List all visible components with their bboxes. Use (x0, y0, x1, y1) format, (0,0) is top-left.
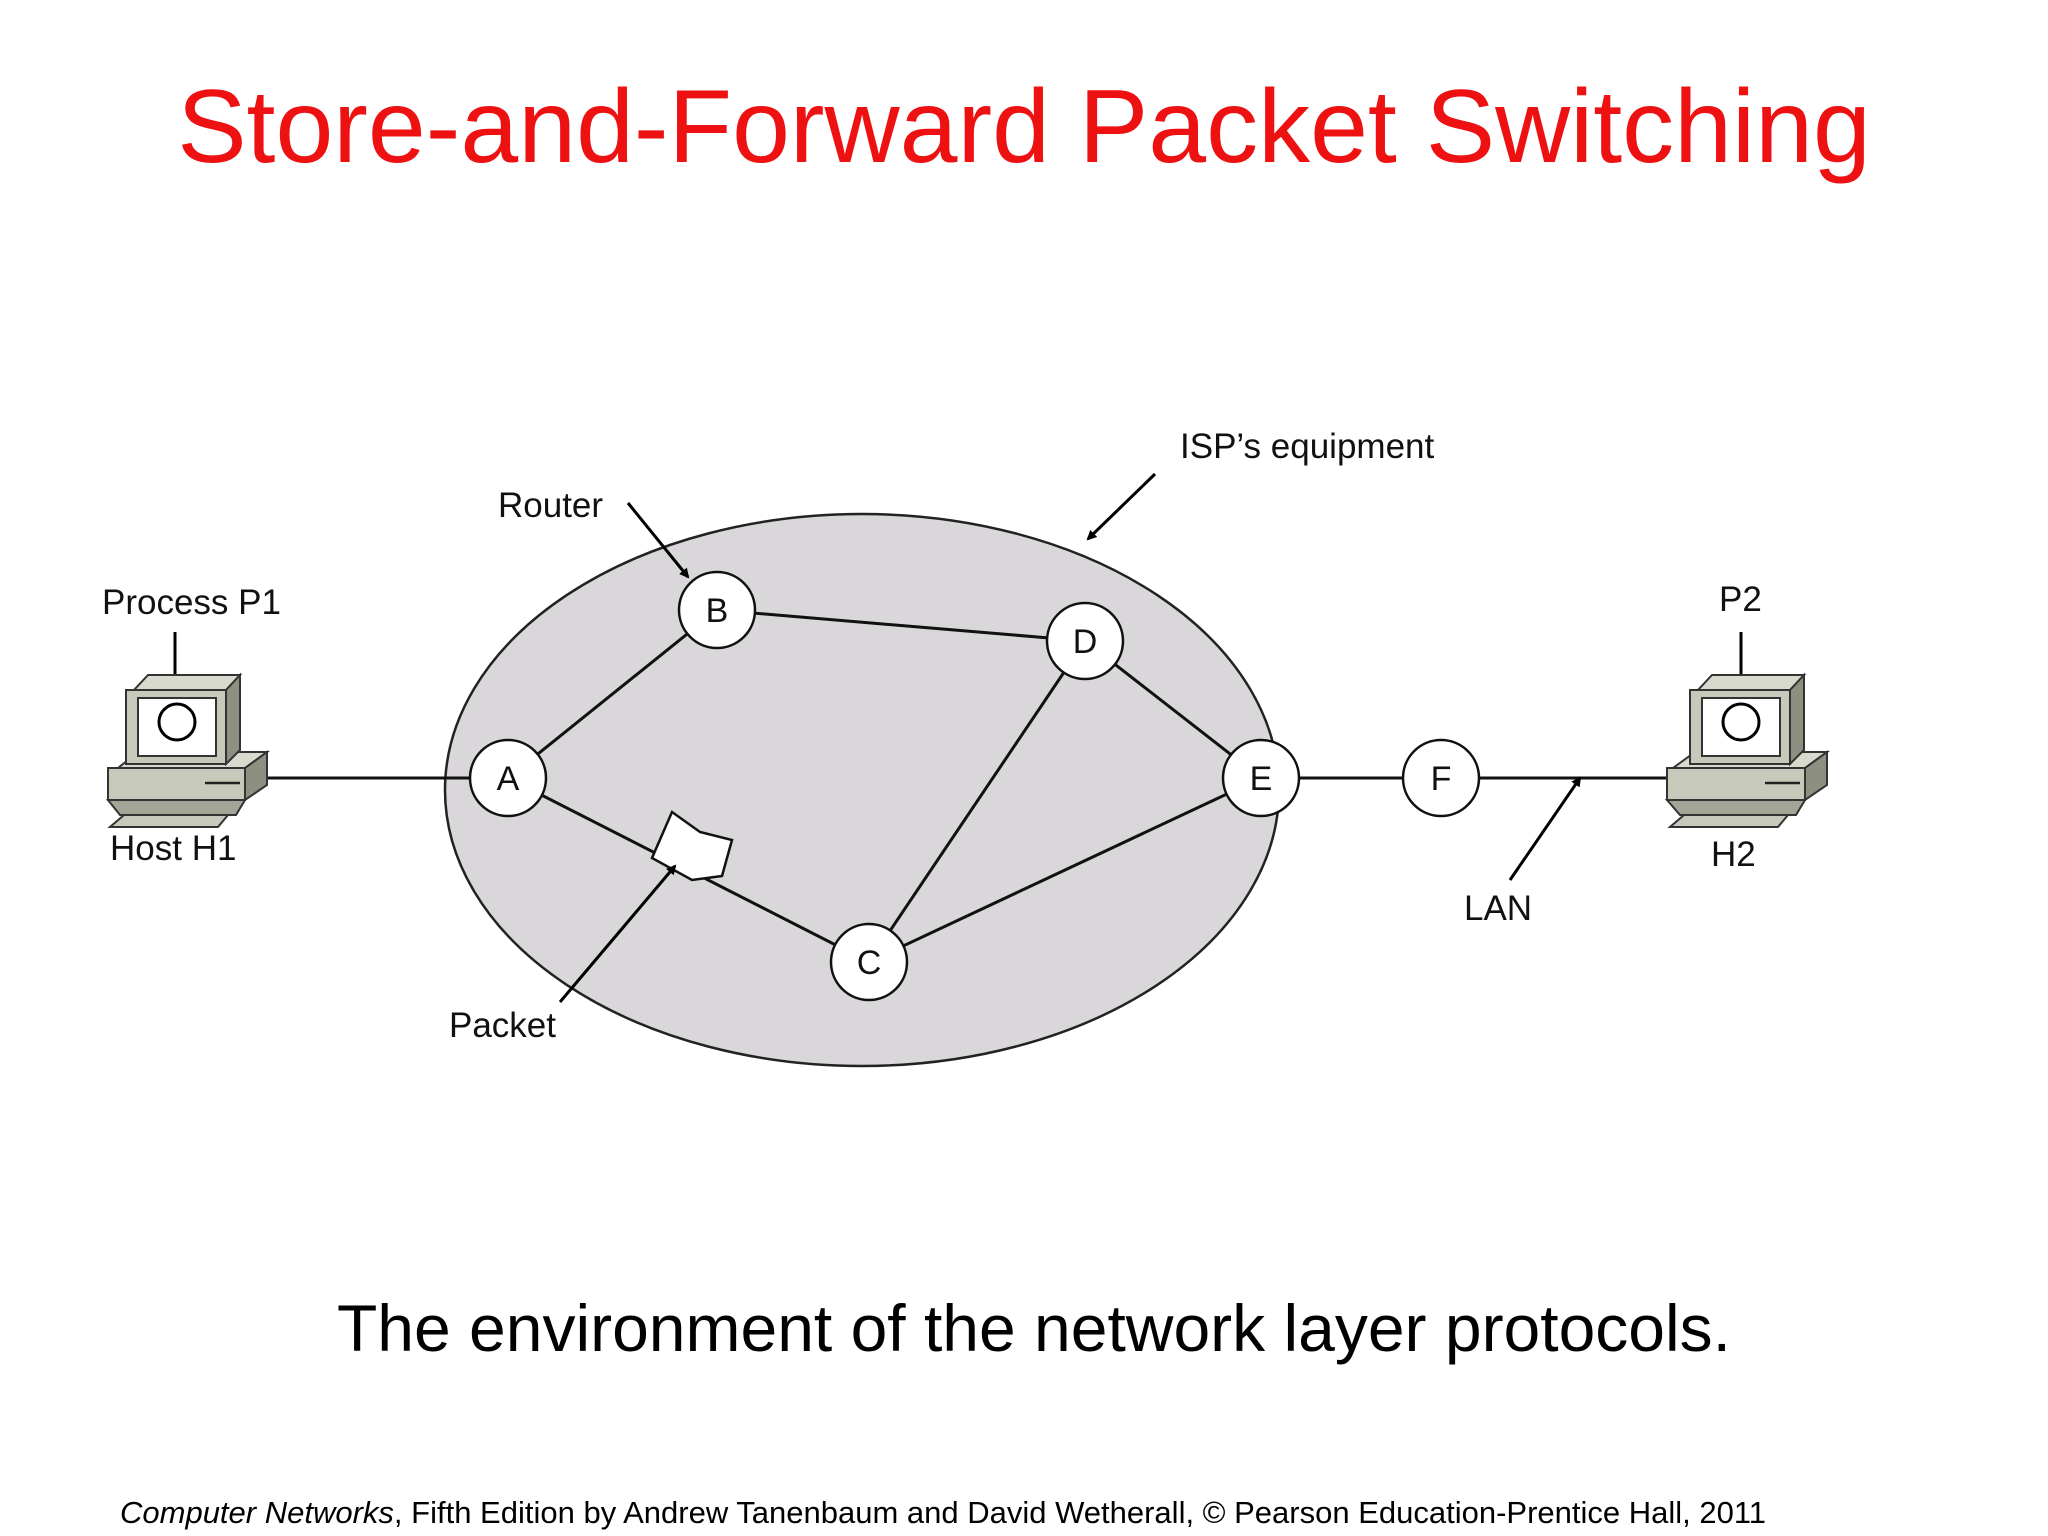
footer-book-title: Computer Networks (120, 1495, 394, 1530)
router-node-e: E (1221, 738, 1301, 818)
link-c-e (868, 776, 1262, 964)
link-d-c (867, 640, 1087, 963)
node-label-d: D (1073, 623, 1098, 661)
router-node-b: B (677, 570, 757, 650)
lan-arrow (1508, 776, 1582, 881)
isp-arrow (1086, 472, 1157, 541)
process-p1-label: Process P1 (102, 583, 281, 622)
router-node-f: F (1401, 738, 1481, 818)
footer-citation: Computer Networks, Fifth Edition by Andr… (120, 1495, 1766, 1531)
link-b-d (716, 608, 1086, 643)
node-label-f: F (1431, 760, 1452, 798)
link-a-b (507, 608, 718, 780)
node-label-e: E (1250, 760, 1273, 798)
router-node-a: A (468, 738, 548, 818)
footer-citation-rest: , Fifth Edition by Andrew Tanenbaum and … (393, 1495, 1767, 1530)
node-label-b: B (706, 592, 729, 630)
node-label-c: C (857, 944, 882, 982)
router-label: Router (498, 486, 603, 525)
figure-caption: The environment of the network layer pro… (336, 1291, 1732, 1365)
router-node-c: C (829, 922, 909, 1002)
router-arrow (626, 502, 690, 579)
packet-shape (650, 810, 734, 882)
packet-arrow (558, 864, 677, 1003)
host-h1-label: Host H1 (110, 829, 236, 868)
slide-title: Store-and-Forward Packet Switching (177, 69, 1871, 185)
computer-h2-icon (1664, 672, 1831, 828)
h2-label: H2 (1711, 835, 1756, 874)
computer-h1-icon (105, 672, 271, 828)
p2-label: P2 (1719, 580, 1762, 619)
router-node-d: D (1045, 601, 1125, 681)
lan-label: LAN (1464, 889, 1532, 928)
isp-equipment-label: ISP’s equipment (1180, 427, 1435, 466)
node-label-a: A (497, 760, 520, 798)
packet-label: Packet (449, 1006, 556, 1045)
